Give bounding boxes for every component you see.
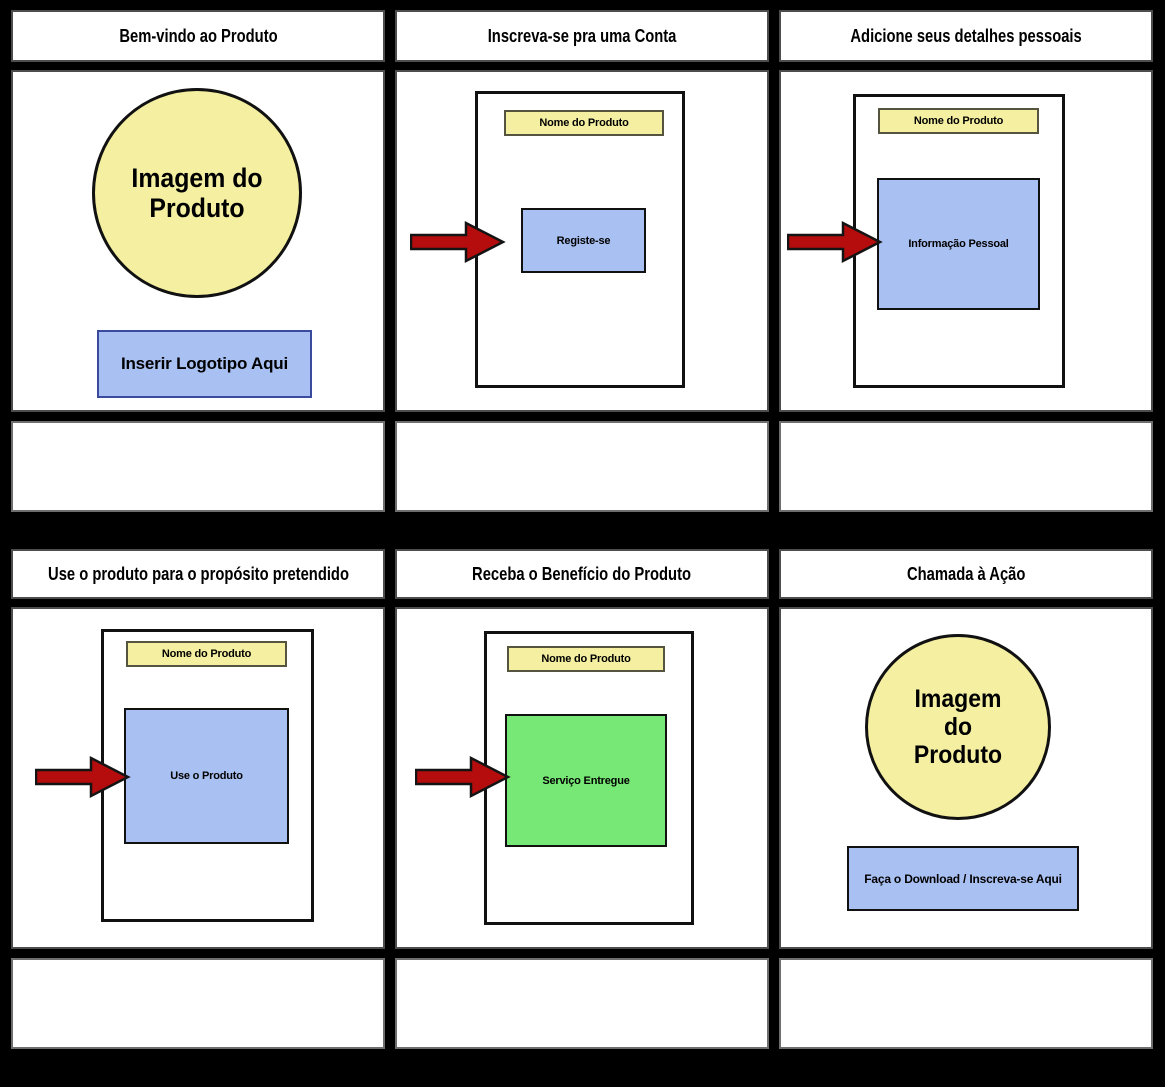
app-name-label: Nome do Produto — [539, 117, 629, 129]
cell-details-title: Adicione seus detalhes pessoais — [850, 25, 1082, 46]
download-signup-label: Faça o Download / Inscreva-se Aqui — [864, 871, 1062, 886]
cell-signup-canvas[interactable]: Nome do Produto Registe-se — [395, 70, 769, 412]
red-arrow-icon — [415, 755, 511, 799]
red-arrow-icon — [410, 220, 506, 264]
app-screen-frame: Nome do Produto Registe-se — [475, 91, 685, 388]
cell-use-canvas[interactable]: Nome do Produto Use o Produto — [11, 607, 385, 949]
product-image-label: Imagem do Produto — [131, 162, 263, 223]
cell-welcome-description[interactable] — [11, 421, 385, 512]
use-product-box: Use o Produto — [124, 708, 289, 844]
cell-use-description[interactable] — [11, 958, 385, 1049]
cell-use-title: Use o produto para o propósito pretendid… — [47, 563, 349, 584]
cell-signup-title: Inscreva-se pra uma Conta — [487, 25, 677, 46]
cell-benefit-title: Receba o Benefício do Produto — [472, 563, 692, 584]
cell-signup-description[interactable] — [395, 421, 769, 512]
app-screen-frame: Nome do Produto Use o Produto — [101, 629, 314, 922]
personal-info-label: Informação Pessoal — [908, 238, 1009, 250]
product-image-label: Imagem do Produto — [913, 685, 1003, 769]
cell-benefit-title-bar[interactable]: Receba o Benefício do Produto — [395, 549, 769, 599]
cell-cta-canvas[interactable]: Imagem do Produto Faça o Download / Insc… — [779, 607, 1153, 949]
service-delivered-box: Serviço Entregue — [505, 714, 667, 847]
personal-info-box: Informação Pessoal — [877, 178, 1040, 310]
insert-logo-label: Inserir Logotipo Aqui — [120, 354, 289, 373]
cell-signup-title-bar[interactable]: Inscreva-se pra uma Conta — [395, 10, 769, 62]
register-button-label: Registe-se — [556, 234, 611, 247]
cell-details-description[interactable] — [779, 421, 1153, 512]
product-image-circle: Imagem do Produto — [92, 88, 302, 298]
app-name-banner: Nome do Produto — [507, 646, 665, 672]
cell-details-canvas[interactable]: Nome do Produto Informação Pessoal — [779, 70, 1153, 412]
service-delivered-label: Serviço Entregue — [542, 774, 630, 787]
download-signup-box: Faça o Download / Inscreva-se Aqui — [847, 846, 1079, 911]
cell-details-title-bar[interactable]: Adicione seus detalhes pessoais — [779, 10, 1153, 62]
product-image-circle: Imagem do Produto — [865, 634, 1051, 820]
red-arrow-icon — [787, 220, 883, 264]
cell-use-title-bar[interactable]: Use o produto para o propósito pretendid… — [11, 549, 385, 599]
app-name-label: Nome do Produto — [541, 653, 631, 665]
cell-benefit-description[interactable] — [395, 958, 769, 1049]
use-product-label: Use o Produto — [170, 770, 243, 782]
app-screen-frame: Nome do Produto Informação Pessoal — [853, 94, 1065, 388]
cell-welcome-title-bar[interactable]: Bem-vindo ao Produto — [11, 10, 385, 62]
register-button-shape: Registe-se — [521, 208, 646, 273]
cell-cta-title-bar[interactable]: Chamada à Ação — [779, 549, 1153, 599]
cell-cta-title: Chamada à Ação — [906, 563, 1026, 584]
app-name-banner: Nome do Produto — [878, 108, 1039, 134]
app-name-banner: Nome do Produto — [126, 641, 287, 667]
cell-welcome-title: Bem-vindo ao Produto — [118, 25, 278, 46]
cell-cta-description[interactable] — [779, 958, 1153, 1049]
red-arrow-icon — [35, 755, 131, 799]
cell-welcome-canvas[interactable]: Imagem do Produto Inserir Logotipo Aqui — [11, 70, 385, 412]
insert-logo-box: Inserir Logotipo Aqui — [97, 330, 312, 398]
app-screen-frame: Nome do Produto Serviço Entregue — [484, 631, 694, 925]
app-name-banner: Nome do Produto — [504, 110, 664, 136]
app-name-label: Nome do Produto — [161, 648, 252, 660]
app-name-label: Nome do Produto — [913, 115, 1004, 127]
cell-benefit-canvas[interactable]: Nome do Produto Serviço Entregue — [395, 607, 769, 949]
